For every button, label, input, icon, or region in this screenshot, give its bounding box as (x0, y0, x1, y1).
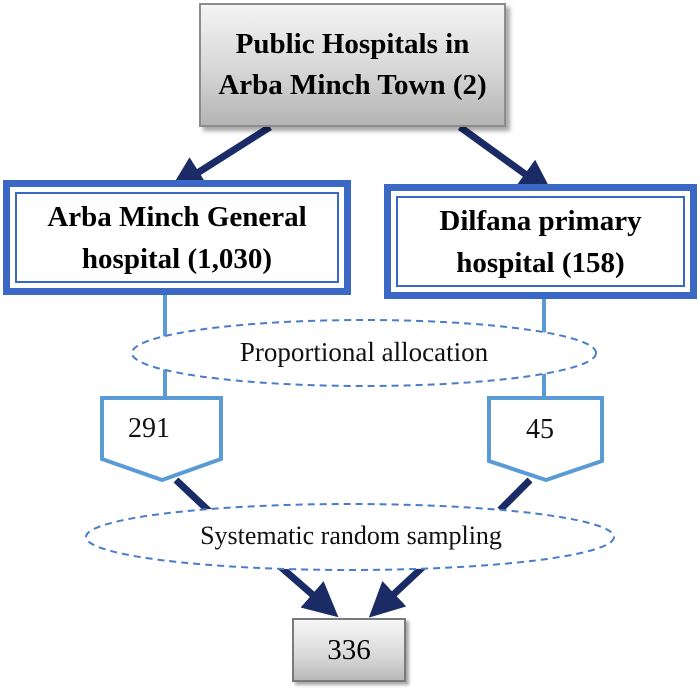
total-sample-value: 336 (327, 633, 371, 666)
arba-minch-general-line1: Arba Minch General (47, 200, 307, 233)
sampling-ellipse (85, 503, 615, 571)
dilfana-primary-box: Dilfana primary hospital (158) (384, 184, 697, 299)
right-sample-shape (487, 396, 604, 483)
right-sample-value: 45 (526, 414, 554, 445)
arrow-top-to-right (457, 124, 554, 195)
line-left-sample-to-ellipse (173, 477, 213, 515)
public-hospitals-line1: Public Hospitals in (235, 28, 470, 60)
total-sample-box: 336 (292, 618, 406, 682)
line-right-sample-to-ellipse (497, 477, 533, 513)
arrow-top-to-left (169, 124, 272, 191)
dilfana-primary-line1: Dilfana primary (439, 204, 642, 237)
left-sample-shape (100, 396, 223, 483)
arrow-to-total-right (368, 562, 428, 618)
arba-minch-general-line2: hospital (1,030) (81, 242, 273, 275)
public-hospitals-box: Public Hospitals in Arba Minch Town (2) (199, 3, 506, 127)
dilfana-primary-line2: hospital (158) (456, 246, 625, 279)
public-hospitals-line2: Arba Minch Town (2) (218, 69, 487, 101)
sampling-label: Systematic random sampling (200, 521, 502, 550)
left-sample-value: 291 (128, 413, 170, 444)
arba-minch-general-box: Arba Minch General hospital (1,030) (3, 180, 351, 295)
allocation-ellipse (131, 319, 597, 387)
allocation-label: Proportional allocation (239, 337, 489, 367)
